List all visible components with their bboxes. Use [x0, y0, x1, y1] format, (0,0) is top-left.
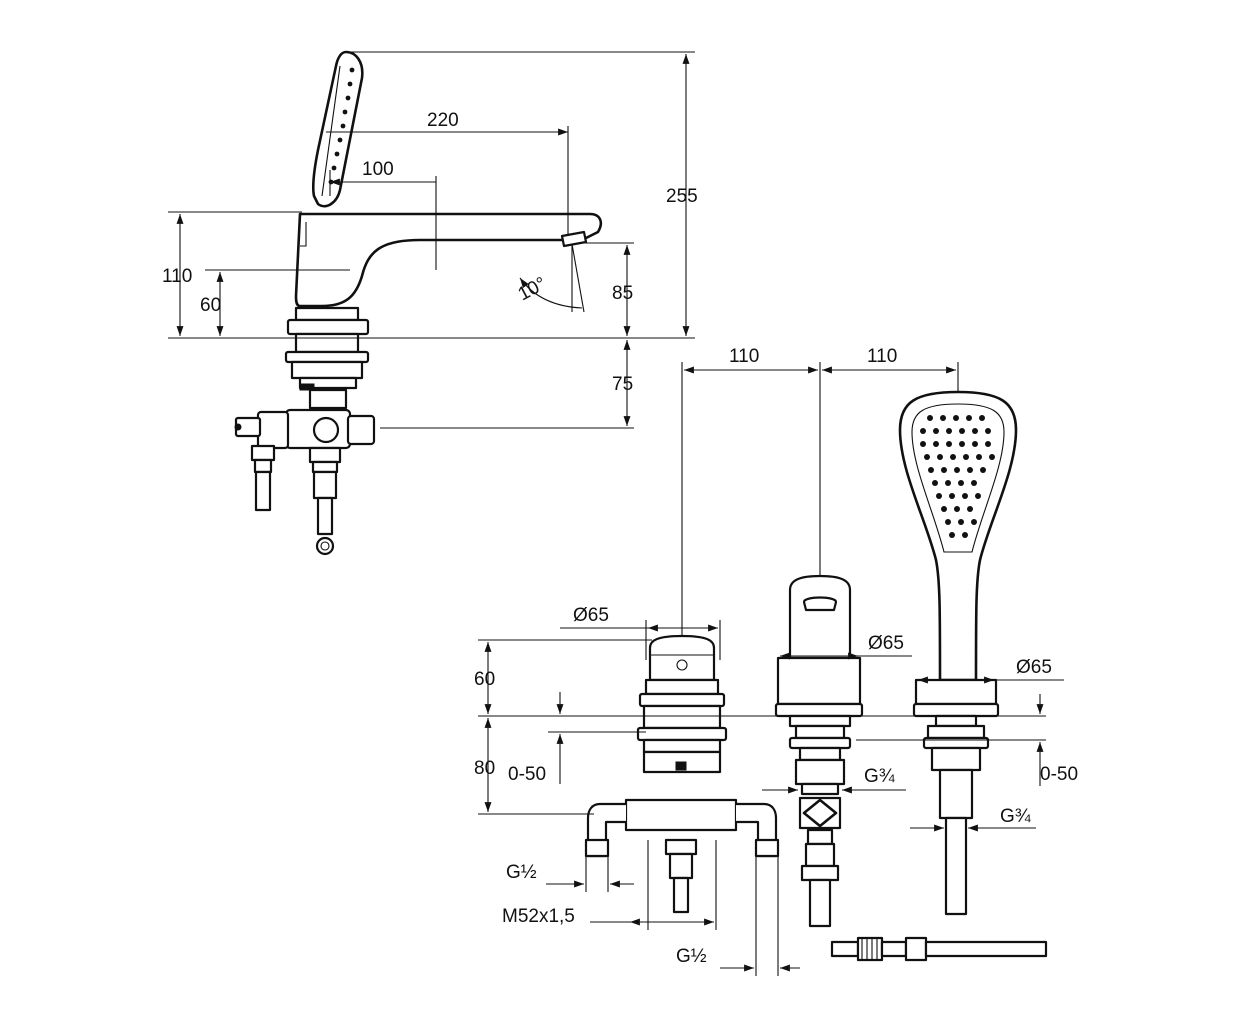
mixer-front-view [584, 634, 780, 914]
dim-100: 100 [362, 159, 394, 180]
dia-65-a: Ø65 [573, 605, 609, 626]
dim-75: 75 [612, 374, 633, 395]
hose-connector [830, 936, 1048, 962]
right-dimensions: Ø65 Ø65 Ø65 60 80 0-50 0-50 G¾ [474, 605, 1078, 976]
dim-85: 85 [612, 283, 633, 304]
g12-b: G½ [676, 946, 707, 967]
dim-0-50-a: 0-50 [508, 764, 546, 785]
hand-shower-front [898, 390, 1018, 916]
base-ring [294, 306, 360, 322]
valve-body [624, 798, 738, 832]
top-dimensions: 110 110 [681, 346, 959, 672]
dim-0-50-b: 0-50 [1040, 764, 1078, 785]
mixer-side-view [234, 50, 603, 556]
dim-110-top-b: 110 [867, 346, 897, 367]
dim-80: 80 [474, 758, 495, 779]
dim-60-left: 60 [200, 295, 221, 316]
spout-front [788, 574, 852, 660]
shower-head [898, 390, 1018, 682]
dia-65-b: Ø65 [868, 633, 904, 654]
lever-handle [648, 634, 716, 682]
dim-110-left: 110 [162, 266, 192, 287]
dim-60-right: 60 [474, 669, 495, 690]
spout-front-view [774, 574, 864, 928]
spout-body [294, 212, 603, 308]
m52: M52x1,5 [502, 906, 575, 927]
g12-a: G½ [506, 862, 537, 883]
hand-shower-side [311, 50, 364, 208]
shower-nozzle-grid [920, 415, 995, 538]
dia-65-c: Ø65 [1016, 657, 1052, 678]
dim-220: 220 [427, 110, 459, 131]
dim-110-top-a: 110 [729, 346, 759, 367]
g34-a: G¾ [864, 766, 896, 787]
dim-255: 255 [666, 186, 698, 207]
g34-b: G¾ [1000, 806, 1032, 827]
